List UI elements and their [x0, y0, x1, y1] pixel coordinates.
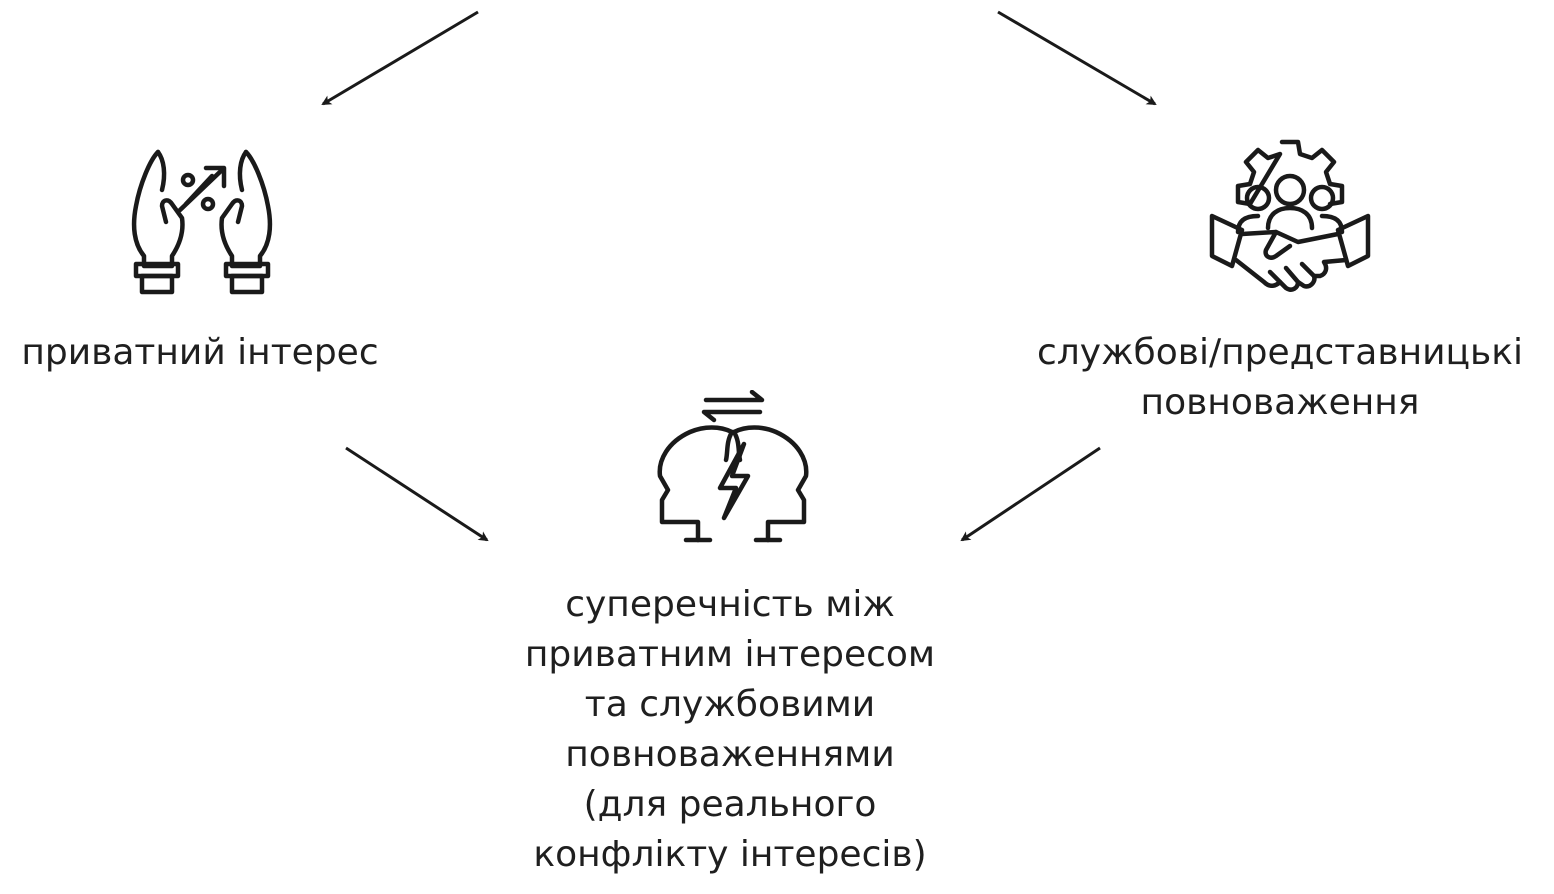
- conflict-line: приватним інтересом: [524, 634, 936, 675]
- official-powers-label: службові/представницькі повноваження: [1010, 328, 1550, 428]
- private-interest-line: приватний інтерес: [21, 332, 379, 373]
- arrow-to-official-powers: [997, 10, 1157, 106]
- official-powers-line: повноваження: [1140, 382, 1420, 423]
- conflict-label: суперечність між приватним інтересом та …: [470, 580, 990, 880]
- conflict-line: конфлікту інтересів): [533, 834, 927, 875]
- private-interest-label: приватний інтерес: [0, 328, 400, 378]
- clashing-heads-lightning-icon: [657, 390, 809, 543]
- conflict-line: суперечність між: [565, 584, 895, 625]
- arrow-private-to-conflict: [345, 446, 489, 542]
- conflict-line: (для реального: [583, 784, 877, 825]
- conflict-line: повноваженнями: [565, 734, 895, 775]
- gear-team-handshake-icon: [1209, 139, 1371, 292]
- arrow-to-private-interest: [321, 10, 479, 106]
- arrow-official-to-conflict: [960, 446, 1101, 542]
- official-powers-line: службові/представницькі: [1037, 332, 1523, 373]
- conflict-line: та службовими: [584, 684, 876, 725]
- hands-percent-icon: [131, 149, 273, 295]
